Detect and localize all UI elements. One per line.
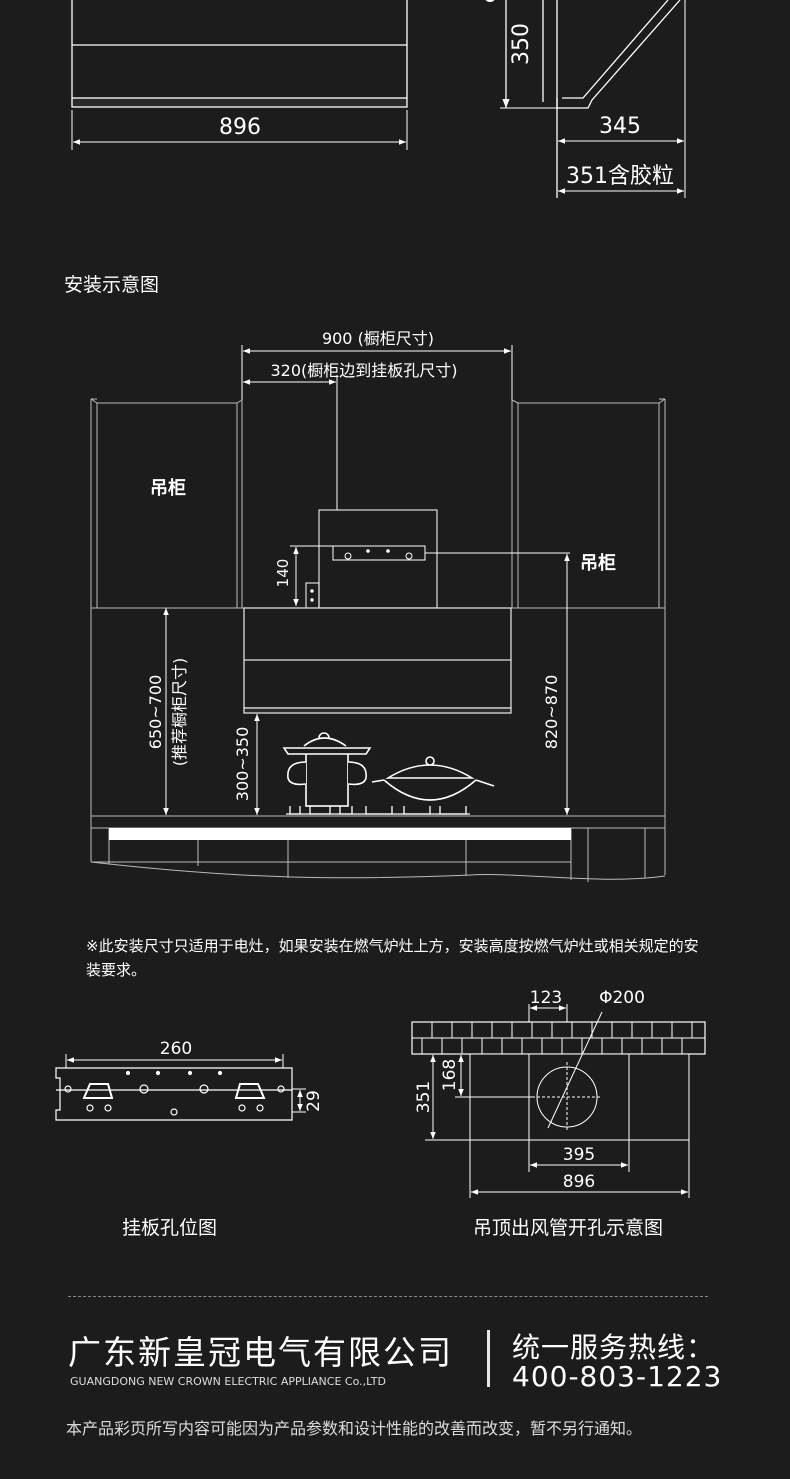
wall-bracket (332, 545, 570, 561)
ceiling-outer-width-label: 896 (563, 1172, 595, 1192)
burners (286, 806, 470, 815)
ceiling-inner-width-label: 395 (563, 1145, 595, 1165)
section-title: 安装示意图 (64, 274, 160, 296)
ceiling-offset-label: 123 (530, 988, 562, 1008)
stove-distance-label: 300~350 (233, 727, 252, 801)
bracket-width-label: 260 (160, 1039, 192, 1059)
install-diagram (90, 345, 666, 882)
ceiling-caption: 吊顶出风管开孔示意图 (473, 1217, 664, 1239)
top-depth-label: 345 (599, 114, 641, 139)
bracket-caption: 挂板孔位图 (122, 1217, 218, 1239)
cabinet-width-label: 900 (橱柜尺寸) (322, 329, 434, 348)
company-name: 广东新皇冠电气有限公司 (68, 1333, 453, 1372)
wall-cabinet-left-label: 吊柜 (150, 477, 186, 499)
footer-separator (487, 1330, 490, 1387)
ceiling-diameter-label: Φ200 (599, 988, 645, 1008)
hotline-number: 400-803-1223 (512, 1360, 723, 1393)
cabinet-height-label: 650~700 (146, 675, 165, 749)
right-height-label: 820~870 (542, 675, 561, 749)
top-width-label: 896 (219, 115, 261, 140)
top-front-view (71, 0, 408, 150)
chimney (318, 509, 438, 609)
ceiling-center-label: 168 (440, 1059, 460, 1091)
ceiling-duct-diagram (411, 1004, 706, 1198)
bracket-height-dim: 29 (304, 1090, 324, 1112)
stock-pot (282, 732, 372, 807)
hood-body (243, 607, 512, 714)
hotline-label: 统一服务热线： (512, 1331, 716, 1364)
bracket-height-label: 140 (274, 559, 292, 588)
bracket-hole-diagram (55, 1054, 306, 1121)
wok (371, 756, 495, 801)
company-name-en: GUANGDONG NEW CROWN ELECTRIC APPLIANCE C… (70, 1375, 386, 1388)
top-height-label: 350 (509, 23, 534, 65)
footer-divider (68, 1296, 708, 1297)
ceiling-depth-label: 351 (414, 1081, 434, 1113)
hole-offset-label: 320(橱柜边到挂板孔尺寸) (270, 361, 457, 380)
countertop-strip (109, 828, 571, 840)
top-side-view (485, 0, 686, 198)
top-depth-with-label: 351含胶粒 (566, 164, 674, 189)
install-note: ※此安装尺寸只适用于电灶，如果安装在燃气炉灶上方，安装高度按燃气炉灶或相关规定的… (86, 937, 699, 979)
disclaimer: 本产品彩页所写内容可能因为产品参数和设计性能的改善而改变，暂不另行通知。 (66, 1419, 643, 1438)
cabinet-height-note: (推荐橱柜尺寸) (170, 658, 189, 767)
wall-cabinet-right-label: 吊柜 (580, 552, 616, 574)
